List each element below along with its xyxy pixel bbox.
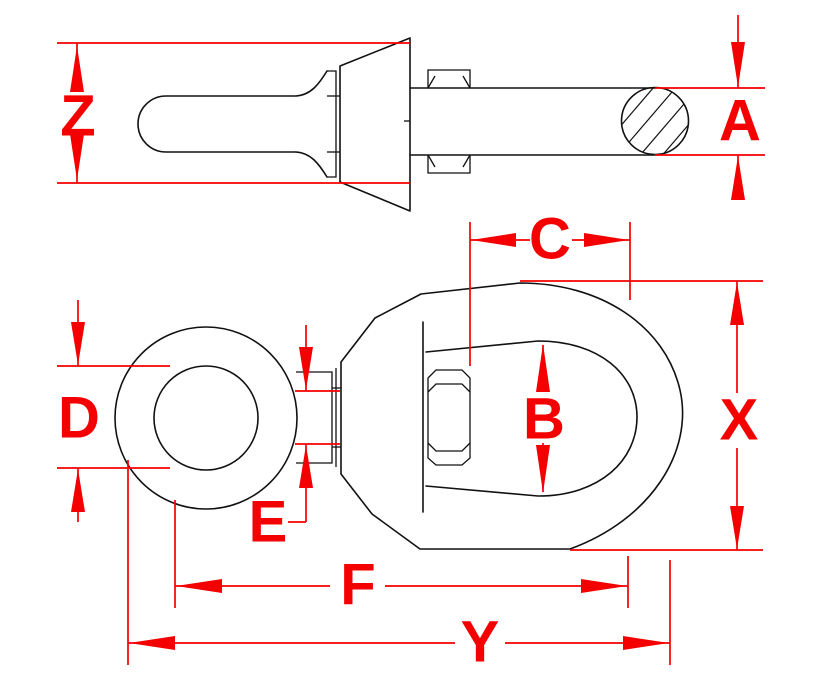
rod-shoulder-upper-chamfer-right bbox=[462, 75, 471, 89]
rod-shoulder-lower-chamfer-left bbox=[427, 154, 436, 168]
dimension-X-arrow-down bbox=[730, 506, 744, 549]
dimension-Z: Z bbox=[57, 42, 410, 184]
dimension-Y: Y bbox=[127, 460, 671, 675]
dimension-C-arrow-left bbox=[471, 233, 516, 247]
dimension-Z-label: Z bbox=[60, 84, 95, 149]
side-elevation-view: Z A bbox=[57, 15, 765, 212]
dimension-Y-arrow-left bbox=[129, 636, 175, 650]
bell-housing-outline bbox=[339, 37, 411, 212]
swivel-body-inner-opening bbox=[425, 340, 638, 497]
hex-nut-chamfer-top bbox=[427, 383, 471, 393]
hex-nut-chamfer-bottom bbox=[427, 442, 471, 452]
dimension-Z-arrow-down bbox=[70, 134, 84, 180]
dimension-A-arrow-up bbox=[731, 156, 745, 200]
dimension-E-arrow-up bbox=[299, 445, 313, 488]
dimension-A: A bbox=[655, 15, 765, 200]
dimension-X: X bbox=[520, 280, 763, 551]
rod-shoulder-lower-chamfer-right bbox=[462, 154, 471, 168]
rod-shoulder-upper bbox=[427, 69, 471, 88]
lower-flare-outline bbox=[295, 151, 328, 178]
dimension-F-arrow-left bbox=[176, 579, 222, 593]
dimension-F-arrow-right bbox=[581, 579, 627, 593]
dimension-Z-arrow-up bbox=[70, 46, 84, 92]
rod-shoulder-upper-chamfer-left bbox=[427, 75, 436, 89]
dimension-F: F bbox=[174, 500, 629, 618]
dimension-E-arrow-down bbox=[299, 347, 313, 390]
dimension-B-arrow-down bbox=[536, 445, 550, 493]
dimension-B-label: B bbox=[523, 387, 565, 452]
rod-shoulder-lower bbox=[427, 155, 471, 174]
dimension-B: B bbox=[523, 344, 565, 493]
dimension-A-arrow-down bbox=[731, 42, 745, 87]
dimension-C-arrow-right bbox=[584, 233, 629, 247]
eye-inner-circle bbox=[153, 365, 259, 471]
dimension-X-label: X bbox=[720, 388, 759, 453]
shank-outline bbox=[137, 95, 297, 153]
collar-plate-outline bbox=[327, 70, 337, 178]
dimension-C: C bbox=[469, 207, 631, 366]
dimension-Y-arrow-right bbox=[623, 636, 669, 650]
upper-flare-outline bbox=[295, 70, 328, 97]
dimension-D: D bbox=[57, 300, 170, 522]
eye-outer-circle bbox=[114, 326, 298, 510]
rod-end-section-hatching bbox=[621, 87, 689, 155]
dimension-D-label: D bbox=[58, 386, 100, 451]
dimension-E-label: E bbox=[249, 490, 288, 555]
dimension-E: E bbox=[249, 325, 340, 555]
dimension-A-label: A bbox=[719, 89, 761, 154]
dimension-D-arrow-up bbox=[71, 469, 85, 512]
swivel-body-outer-outline bbox=[340, 282, 684, 550]
dimension-F-label: F bbox=[340, 553, 375, 618]
dimension-X-arrow-up bbox=[730, 282, 744, 325]
plan-view: C B D bbox=[57, 207, 763, 675]
neck-outline bbox=[296, 371, 333, 464]
dimension-B-arrow-up bbox=[536, 344, 550, 392]
dimension-D-arrow-down bbox=[71, 322, 85, 365]
dimension-C-label: C bbox=[529, 207, 571, 272]
dimension-Y-label: Y bbox=[461, 610, 500, 675]
hex-nut-outline bbox=[427, 369, 471, 466]
rod-end-section-circle bbox=[620, 86, 690, 156]
